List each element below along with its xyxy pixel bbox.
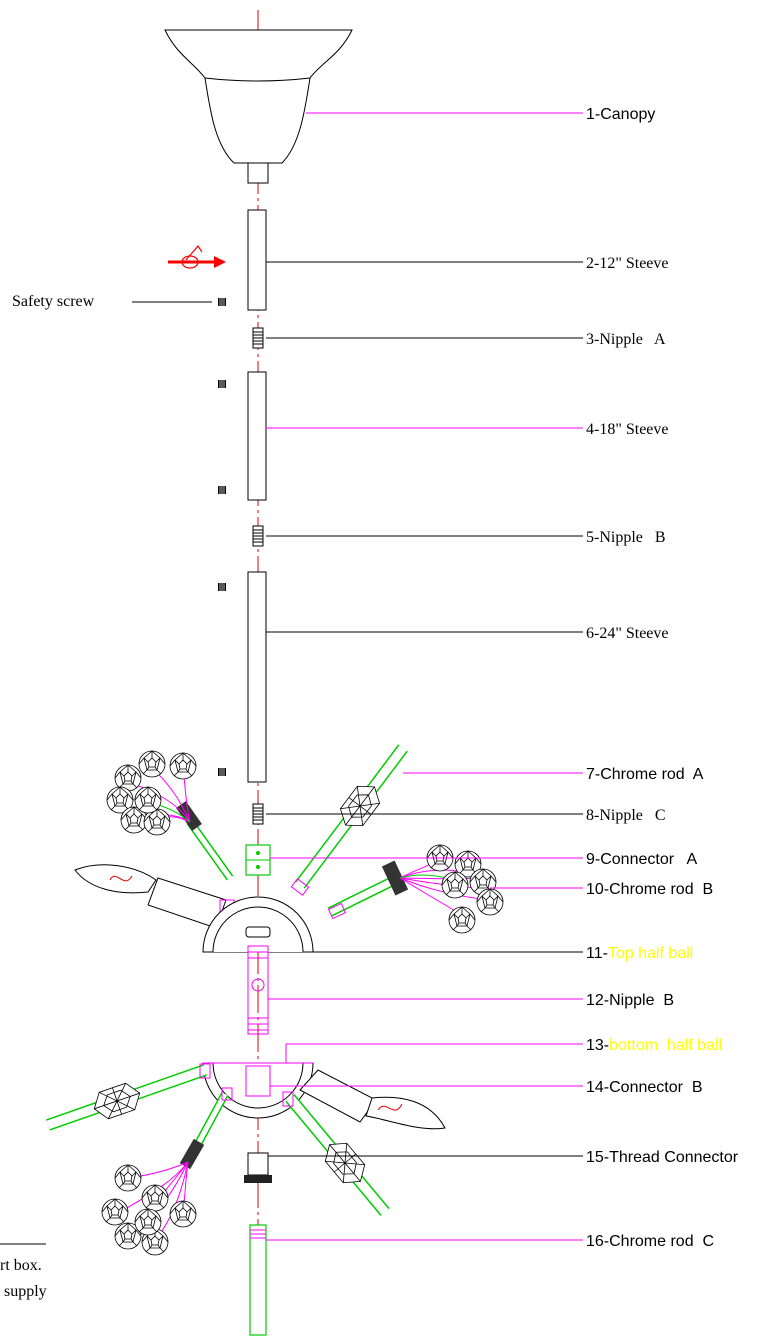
part-label-9: 9-Connector A	[586, 851, 698, 868]
part-label-5: 5-Nipple B	[586, 529, 666, 546]
note-line-2: supply	[4, 1283, 47, 1300]
rotation-arrow-icon	[168, 245, 226, 269]
screw-icon	[217, 485, 227, 495]
steeve-24in	[247, 571, 267, 783]
part-label-1: 1-Canopy	[586, 106, 655, 123]
parts-list: 1-Canopy 2-12" Steeve 3-Nipple A 4-18" S…	[586, 106, 739, 1250]
screw-icon	[217, 379, 227, 389]
part-label-2: 2-12" Steeve	[586, 255, 669, 272]
crystal-cluster-lower-left	[101, 1087, 233, 1256]
screw-icon	[217, 767, 227, 777]
part-label-14: 14-Connector B	[586, 1079, 703, 1096]
leader-lines	[266, 112, 583, 1241]
part-label-3: 3-Nipple A	[586, 331, 666, 348]
safety-screw-icon	[217, 297, 227, 307]
part-label-13: 13-bottom half ball	[586, 1037, 722, 1054]
chrome-rod-a	[290, 744, 408, 896]
chrome-rod-b	[327, 844, 504, 934]
canopy	[164, 29, 353, 184]
connector-a	[245, 844, 271, 876]
connector-b	[245, 1065, 271, 1097]
part-label-12: 12-Nipple B	[586, 992, 674, 1009]
candle-arm-left	[74, 864, 235, 929]
part-label-8: 8-Nipple C	[586, 807, 666, 824]
nipple-a	[252, 327, 264, 349]
part-label-16: 16-Chrome rod C	[586, 1233, 714, 1250]
thread-connector	[244, 1152, 272, 1183]
part-label-6: 6-24" Steeve	[586, 625, 669, 642]
pendant-arm-lower-right	[282, 1091, 390, 1216]
part-label-15: 15-Thread Connector	[586, 1149, 739, 1166]
candle-arm-right	[299, 1069, 446, 1130]
part-label-11: 11-Top half ball	[586, 945, 693, 962]
screw-icon	[217, 582, 227, 592]
part-label-10: 10-Chrome rod B	[586, 881, 713, 898]
part-label-4: 4-18" Steeve	[586, 421, 669, 438]
safety-screw-label: Safety screw	[12, 293, 95, 310]
pendant-arm-lower-left	[46, 1063, 211, 1131]
nipple-b	[252, 525, 264, 547]
top-half-ball	[202, 896, 314, 953]
steeve-18in	[247, 371, 267, 501]
note-line-1: rt box.	[0, 1257, 42, 1274]
part-label-13-highlight: bottom half ball	[609, 1037, 722, 1054]
chrome-rod-c	[249, 1224, 267, 1336]
part-label-7: 7-Chrome rod A	[586, 766, 704, 783]
part-label-11-highlight: Top half ball	[608, 945, 693, 962]
steeve-12in	[247, 209, 267, 311]
nipple-b-lower	[247, 945, 269, 1035]
crystal-cluster-upper-left	[106, 750, 234, 881]
nipple-c	[252, 803, 264, 825]
